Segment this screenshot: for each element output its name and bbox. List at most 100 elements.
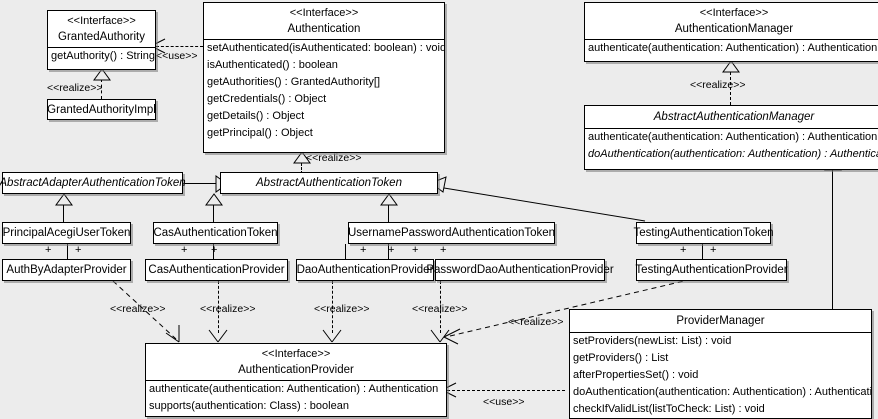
stereotype-authentication-provider: <<Interface>>: [261, 348, 331, 360]
realize-testing-line: [449, 280, 685, 337]
class-name-username-password-authentication-token: UsernamePasswordAuthenticationToken: [347, 227, 556, 239]
label-use-providermanager: <<use>>: [483, 396, 525, 408]
class-testing-authentication-provider[interactable]: TestingAuthenticationProvider: [635, 259, 788, 281]
class-name-auth-by-adapter-provider: AuthByAdapterProvider: [6, 264, 127, 276]
operations-authentication-manager: authenticate(authentication: Authenticat…: [585, 39, 878, 57]
operations-abstract-authentication-manager: authenticate(authentication: Authenticat…: [585, 128, 878, 163]
class-name-dao-authentication-provider: DaoAuthenticationProvider: [296, 264, 434, 276]
multiplicity-upat-b: +: [388, 244, 395, 256]
class-header-authentication: <<Interface>> Authentication: [204, 3, 444, 39]
class-name-authentication-provider: AuthenticationProvider: [238, 364, 354, 376]
class-authentication-manager[interactable]: <<Interface>> AuthenticationManager auth…: [584, 2, 878, 62]
operation-supports-provider: supports(authentication: Class) : boolea…: [149, 400, 349, 412]
realize-grantedauthorityimpl-line: [101, 79, 102, 99]
class-name-authentication: Authentication: [287, 23, 361, 35]
label-realize-passworddao: <<realize>>: [412, 303, 468, 315]
multiplicity-testing-right: +: [710, 244, 717, 256]
open-arrow-head-realize-dao: [322, 329, 342, 343]
operation-getAuthorities: getAuthorities() : GrantedAuthority[]: [207, 76, 381, 88]
open-arrow-head-realize-passworddao: [430, 329, 450, 343]
class-auth-by-adapter-provider[interactable]: AuthByAdapterProvider: [2, 259, 131, 281]
generalization-adaptertoken-line: [183, 183, 218, 184]
operations-granted-authority: getAuthority() : String: [48, 47, 155, 65]
operations-provider-manager: setProviders(newList: List) : void getPr…: [570, 332, 871, 418]
hollow-triangle-authentication: [293, 151, 311, 164]
assoc-principalacegi-authbyadapter: [67, 244, 68, 259]
operation-isAuthenticated: isAuthenticated() : boolean: [207, 59, 338, 71]
class-abstract-authentication-token[interactable]: AbstractAuthenticationToken: [220, 172, 438, 194]
class-authentication-provider[interactable]: <<Interface>> AuthenticationProvider aut…: [145, 343, 447, 417]
dependency-providermanager-authenticationprovider: [447, 390, 565, 391]
class-password-dao-authentication-provider[interactable]: PasswordDaoAuthenticationProvider: [426, 259, 614, 281]
class-cas-authentication-provider[interactable]: CasAuthenticationProvider: [145, 259, 288, 281]
class-granted-authority-impl[interactable]: GrantedAuthorityImpl: [47, 99, 156, 120]
operation-authenticate-provider: authenticate(authentication: Authenticat…: [149, 383, 439, 395]
realize-passworddao-line: [440, 281, 441, 333]
multiplicity-cas-left: +: [181, 244, 188, 256]
class-authentication[interactable]: <<Interface>> Authentication setAuthenti…: [203, 2, 445, 153]
operation-getProviders: getProviders() : List: [573, 352, 669, 364]
dependency-authentication-grantedauthority: [156, 46, 203, 47]
multiplicity-principal-right: +: [75, 244, 82, 256]
class-name-password-dao-authentication-provider: PasswordDaoAuthenticationProvider: [426, 264, 614, 276]
stereotype-authentication: <<Interface>>: [289, 7, 359, 19]
class-abstract-authentication-manager[interactable]: AbstractAuthenticationManager authentica…: [584, 105, 878, 170]
class-name-testing-authentication-provider: TestingAuthenticationProvider: [635, 264, 788, 276]
class-username-password-authentication-token[interactable]: UsernamePasswordAuthenticationToken: [348, 222, 555, 244]
multiplicity-cas-right: +: [211, 244, 218, 256]
class-name-principal-acegi-user-token: PrincipalAcegiUserToken: [2, 227, 131, 239]
class-name-granted-authority: GrantedAuthority: [58, 31, 145, 43]
label-realize-grantedauthorityimpl: <<realize>>: [47, 82, 103, 94]
hollow-triangle-abstracttoken-upat: [380, 193, 398, 206]
hollow-triangle-adaptertoken: [55, 193, 73, 206]
class-granted-authority[interactable]: <<Interface>> GrantedAuthority getAuthor…: [47, 10, 156, 70]
class-provider-manager[interactable]: ProviderManager setProviders(newList: Li…: [569, 309, 872, 419]
class-principal-acegi-user-token[interactable]: PrincipalAcegiUserToken: [2, 222, 131, 244]
open-arrow-head-realize-testing: [443, 328, 461, 345]
realize-abstractauthenticationtoken-line: [301, 163, 302, 174]
class-testing-authentication-token[interactable]: TestingAuthenticationToken: [634, 222, 774, 244]
realize-abstractauthenticationmanager-line: [730, 72, 731, 105]
class-cas-authentication-token[interactable]: CasAuthenticationToken: [153, 222, 278, 244]
label-realize-authbyadapter: <<realize>>: [110, 303, 166, 315]
class-dao-authentication-provider[interactable]: DaoAuthenticationProvider: [296, 259, 434, 281]
generalization-principalacegi-line: [63, 205, 64, 222]
label-realize-abstractauthenticationmanager: <<realize>>: [690, 79, 746, 91]
label-realize-dao: <<realize>>: [314, 303, 370, 315]
class-name-cas-authentication-provider: CasAuthenticationProvider: [148, 264, 285, 276]
class-name-granted-authority-impl: GrantedAuthorityImpl: [47, 103, 156, 116]
class-name-provider-manager: ProviderManager: [676, 315, 765, 327]
label-use-grantedauthority: <<use>>: [156, 50, 198, 62]
assoc-testingtoken-testingprovider: [702, 244, 703, 259]
generalization-castoken-line: [213, 205, 214, 222]
class-header-provider-manager: ProviderManager: [570, 310, 871, 332]
multiplicity-upat-d: +: [440, 244, 447, 256]
class-header-authentication-manager: <<Interface>> AuthenticationManager: [585, 3, 878, 39]
generalization-providermanager-line: [832, 170, 833, 309]
operation-getDetails: getDetails() : Object: [207, 110, 305, 122]
open-arrow-head-realize-cas: [208, 329, 228, 343]
hollow-triangle-abstracttoken-cas: [205, 193, 223, 206]
class-name-abstract-authentication-manager: AbstractAuthenticationManager: [653, 111, 815, 123]
class-name-abstract-adapter-authentication-token: AbstractAdapterAuthenticationToken: [0, 177, 186, 189]
operation-setAuthenticated: setAuthenticated(isAuthenticated: boolea…: [207, 42, 444, 54]
assoc-castoken-casprovider: [213, 244, 214, 259]
assoc-upat-passworddaoprovider: [345, 244, 346, 259]
label-realize-abstractauthenticationtoken: <<realize>>: [306, 152, 362, 164]
hollow-triangle-authenticationmanager: [722, 60, 740, 73]
multiplicity-testing-left: +: [680, 244, 687, 256]
stereotype-authentication-manager: <<Interface>>: [699, 7, 769, 19]
label-realize-cas: <<realize>>: [200, 303, 256, 315]
class-name-abstract-authentication-token: AbstractAuthenticationToken: [256, 177, 402, 189]
operation-setProviders: setProviders(newList: List) : void: [573, 335, 732, 347]
assoc-upat-daoprovider: [388, 244, 389, 259]
operation-afterPropertiesSet: afterPropertiesSet() : void: [573, 369, 699, 381]
label-realize-testing: <<realize>>: [508, 316, 564, 328]
generalization-upat-line: [388, 205, 389, 222]
class-header-granted-authority: <<Interface>> GrantedAuthority: [48, 11, 155, 47]
operation-getAuthority: getAuthority() : String: [51, 50, 155, 62]
class-abstract-adapter-authentication-token[interactable]: AbstractAdapterAuthenticationToken: [0, 172, 186, 194]
realize-cas-line: [218, 281, 219, 333]
class-header-abstract-authentication-manager: AbstractAuthenticationManager: [585, 106, 878, 128]
